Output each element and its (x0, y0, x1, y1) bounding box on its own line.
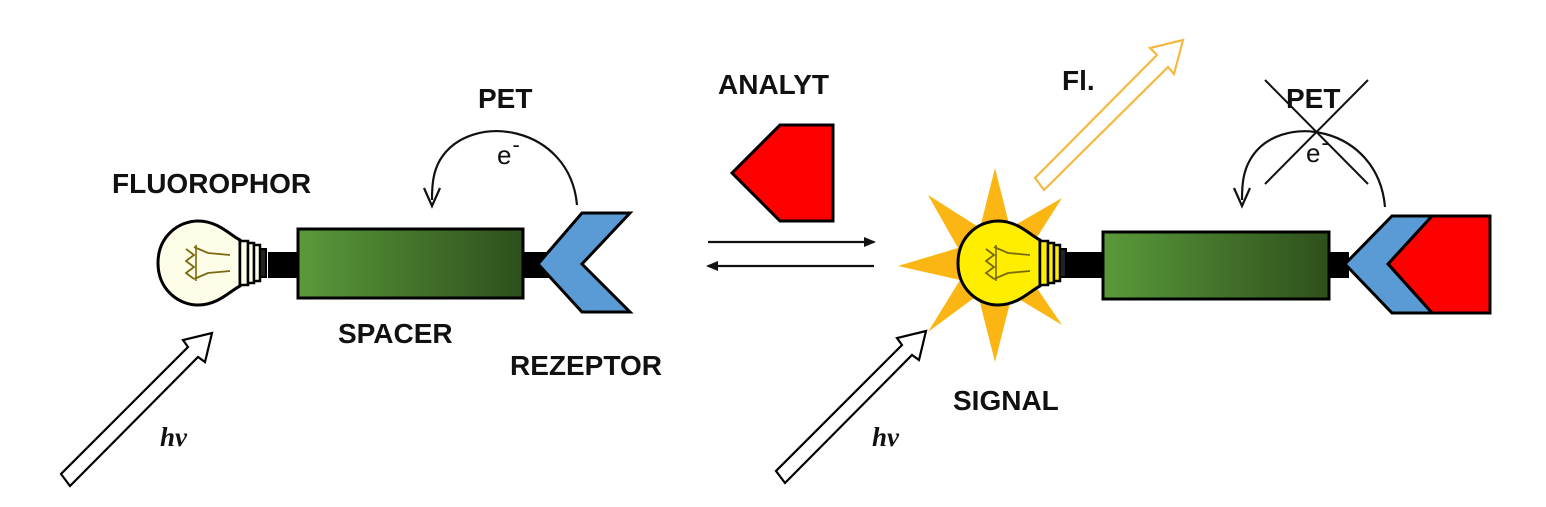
analyte-and-equilibrium: ANALYT (706, 69, 876, 271)
equilibrium-arrows-icon (706, 237, 876, 271)
fluorescence-arrow (1033, 38, 1185, 192)
fl-label: Fl. (1062, 65, 1095, 96)
analyt-label: ANALYT (718, 69, 829, 100)
electron-label-right: e- (1306, 130, 1329, 168)
pet-arc-arrow-left (430, 130, 579, 206)
spacer-block-right (1101, 230, 1331, 301)
spacer-label: SPACER (338, 318, 453, 349)
pet-label-left: PET (478, 83, 532, 114)
blocked-cross-icon (1264, 79, 1369, 185)
light-bulb-off-icon (156, 219, 267, 307)
connector-spacer-receptor-right (1327, 252, 1349, 278)
pet-arc-arrow-right (1240, 130, 1387, 208)
spacer-block (296, 227, 525, 300)
connector-fluorophor-spacer-right (1065, 252, 1107, 278)
excitation-arrow-right (774, 329, 928, 485)
fluorophor-label: FLUOROPHOR (112, 168, 311, 199)
hv-label-right: hv (872, 422, 900, 452)
receptor-chevron-right (1342, 214, 1436, 315)
receptor-chevron (535, 211, 634, 314)
electron-label-left: e- (497, 132, 520, 170)
signal-label: SIGNAL (953, 385, 1059, 416)
left-molecule: PET e- FLUOROPHOR SPACER REZEPTOR hv (59, 83, 662, 488)
right-molecule: PET e- Fl. SIGNAL hv (774, 38, 1492, 485)
hv-label-left: hv (160, 422, 188, 452)
connector-fluorophor-spacer (268, 252, 302, 278)
rezeptor-label: REZEPTOR (510, 350, 662, 381)
pet-label-right: PET (1286, 83, 1340, 114)
excitation-arrow-left (59, 331, 214, 488)
light-bulb-lit-icon (956, 219, 1067, 307)
analyte-shape (729, 123, 835, 223)
